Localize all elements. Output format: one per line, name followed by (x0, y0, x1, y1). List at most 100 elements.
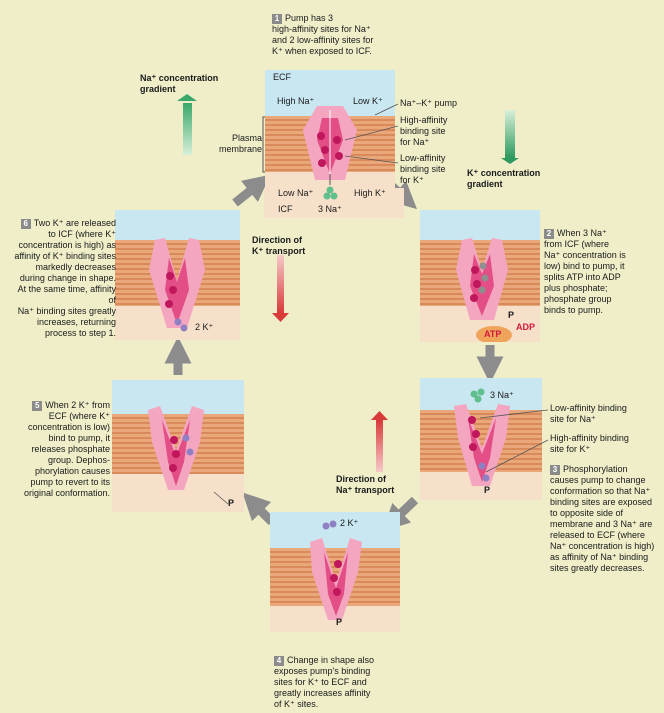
atp-label: ATP (484, 329, 501, 339)
step1-line: and 2 low-affinity sites for (272, 35, 442, 46)
step5-line: releases phosphate (6, 444, 110, 455)
panel-step2: P ATP ADP (420, 210, 540, 342)
step3-line: binding sites are exposed (550, 497, 662, 508)
step6-line: At the same time, affinity of (8, 284, 116, 306)
pump-step4 (270, 512, 400, 632)
label-line: Na⁺ transport (336, 485, 416, 496)
step3-line: conformation so that Na⁺ (550, 486, 662, 497)
step1-number: 1 (272, 14, 282, 24)
step2-line: When 3 Na⁺ (557, 228, 607, 238)
step2-line: low) bind to pump, it (544, 261, 660, 272)
na-gradient-arrow (183, 103, 192, 155)
label-line: K⁺ concentration (467, 168, 577, 179)
step3-line: released to ECF (where (550, 530, 662, 541)
step3-line: to opposite side of (550, 508, 662, 519)
step6-line: during change in shape. (8, 273, 116, 284)
label-line: Low-affinity (400, 153, 446, 164)
step5-line: pump to revert to its (6, 477, 110, 488)
step2-line: splits ATP into ADP (544, 272, 660, 283)
k-transport-label: Direction of K⁺ transport (252, 235, 332, 257)
step4-line: exposes pump's binding (274, 666, 404, 677)
step5-caption: 5When 2 K⁺ from ECF (where K⁺ concentrat… (6, 400, 110, 499)
panel-step3: 3 Na⁺ P (420, 378, 542, 500)
pump-label: Na⁺–K⁺ pump (400, 98, 457, 109)
step3-phosphate-label: P (484, 485, 490, 495)
label-line: membrane (200, 144, 262, 155)
step2-line: from ICF (where (544, 239, 660, 250)
step5-line: bind to pump, it (6, 433, 110, 444)
pump-step5 (112, 380, 244, 512)
label-line: Plasma (200, 133, 262, 144)
step3-line: Phosphorylation (563, 464, 628, 474)
step3-line: as affinity of Na⁺ binding (550, 552, 662, 563)
step6-line: to ICF (where K⁺ (8, 229, 116, 240)
step4-line: greatly increases affinity (274, 688, 404, 699)
plasma-membrane-label: Plasma membrane (200, 133, 262, 155)
label-line: for K⁺ (400, 175, 446, 186)
na-transport-arrow (376, 420, 383, 472)
k-gradient-label: K⁺ concentration gradient (467, 168, 577, 190)
high-k-label: High K⁺ (354, 188, 386, 199)
ecf-label: ECF (273, 72, 291, 82)
low-affinity-na-label: Low-affinity binding site for Na⁺ (550, 403, 627, 425)
step4-phosphate-label: P (336, 617, 342, 627)
label-line: gradient (467, 179, 577, 190)
label-line: K⁺ transport (252, 246, 332, 257)
step3-line: sites greatly decreases. (550, 563, 662, 574)
label-line: Low-affinity binding (550, 403, 627, 414)
step5-phosphate-label: P (228, 498, 234, 508)
cycle-arrow-6-1 (235, 183, 260, 203)
step4-two-k-label: 2 K⁺ (340, 518, 358, 529)
high-affinity-k-label: High-affinity binding site for K⁺ (550, 433, 629, 455)
label-line: Direction of (336, 474, 416, 485)
step3-line: causes pump to change (550, 475, 662, 486)
low-affinity-label: Low-affinity binding site for K⁺ (400, 153, 446, 186)
step2-line: Na⁺ concentration is (544, 250, 660, 261)
na-gradient-arrowhead (177, 94, 197, 101)
panel-step6: 2 K⁺ (115, 210, 240, 340)
step5-number: 5 (32, 401, 42, 411)
step6-line: Na⁺ binding sites greatly (8, 306, 116, 317)
pump-step6 (115, 210, 240, 340)
step4-line: of K⁺ sites. (274, 699, 404, 710)
low-na-label: Low Na⁺ (278, 188, 313, 199)
step2-line: plus phosphate; (544, 283, 660, 294)
k-transport-arrow (277, 255, 284, 313)
step1-line: high-affinity sites for Na⁺ (272, 24, 442, 35)
two-k-label: 2 K⁺ (195, 322, 213, 333)
label-line: for Na⁺ (400, 137, 447, 148)
step5-line: original conformation. (6, 488, 110, 499)
na-gradient-label: Na⁺ concentration gradient (140, 73, 250, 95)
label-line: High-affinity (400, 115, 447, 126)
step6-number: 6 (21, 219, 31, 229)
k-gradient-arrow (505, 110, 515, 158)
panel-step1: ECF High Na⁺ Low K⁺ (265, 70, 395, 188)
na-transport-arrowhead (371, 411, 388, 420)
step3-three-na-label: 3 Na⁺ (490, 390, 514, 401)
panel-step5: P (112, 380, 244, 512)
label-line: binding site (400, 126, 447, 137)
step1-line: K⁺ when exposed to ICF. (272, 46, 442, 57)
step5-line: phorylation causes (6, 466, 110, 477)
label-line: High-affinity binding (550, 433, 629, 444)
step2-number: 2 (544, 229, 554, 239)
step2-line: binds to pump. (544, 305, 660, 316)
label-line: Direction of (252, 235, 332, 246)
adp-label: ADP (516, 322, 535, 332)
step4-line: Change in shape also (287, 655, 374, 665)
step4-number: 4 (274, 656, 284, 666)
step3-line: membrane and 3 Na⁺ are (550, 519, 662, 530)
label-line: Na⁺ concentration (140, 73, 250, 84)
step5-line: When 2 K⁺ from (45, 400, 110, 410)
step6-line: process to step 1. (8, 328, 116, 339)
step2-line: phosphate group (544, 294, 660, 305)
icf-strip: Low Na⁺ High K⁺ ICF 3 Na⁺ (264, 188, 404, 218)
k-gradient-arrowhead (501, 158, 519, 164)
k-transport-arrowhead (272, 313, 289, 322)
step6-line: affinity of K⁺ binding sites (8, 251, 116, 262)
